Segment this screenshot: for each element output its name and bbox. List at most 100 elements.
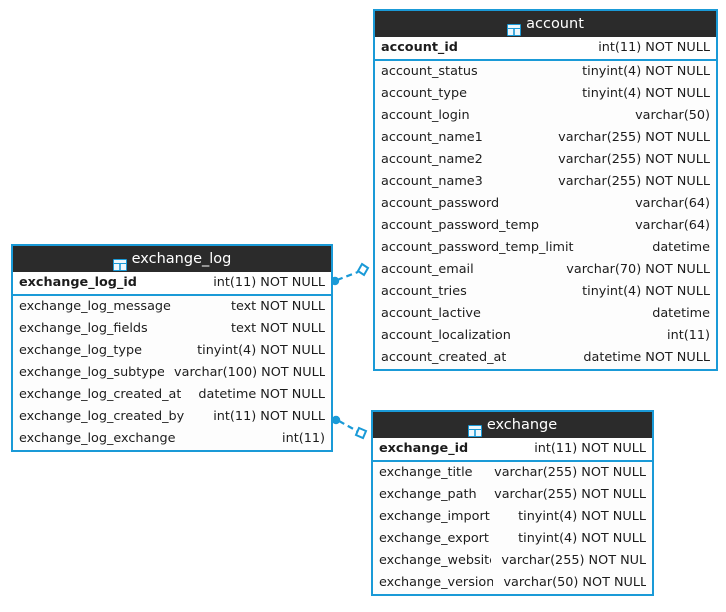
entity-name-account: account bbox=[526, 16, 584, 32]
relationship-exchangelog-account bbox=[330, 262, 370, 286]
column-row-primary-key[interactable]: account_id int(11) NOT NULL bbox=[375, 37, 716, 61]
column-row[interactable]: account_tries tinyint(4) NOT NULL bbox=[375, 281, 716, 303]
column-name: account_login bbox=[381, 108, 470, 123]
column-name: account_lactive bbox=[381, 306, 481, 321]
column-row-primary-key[interactable]: exchange_id int(11) NOT NULL bbox=[373, 438, 652, 462]
entity-name-exchange: exchange bbox=[486, 417, 558, 433]
column-type: text NOT NULL bbox=[230, 299, 325, 314]
column-type: datetime NOT NULL bbox=[583, 350, 710, 365]
table-icon bbox=[467, 420, 482, 437]
column-name: account_id bbox=[381, 40, 458, 55]
column-type: varchar(64) bbox=[635, 196, 710, 211]
column-type: varchar(70) NOT NULL bbox=[566, 262, 710, 277]
column-name: exchange_website bbox=[379, 553, 492, 568]
entity-header-exchange: exchange bbox=[373, 412, 652, 438]
column-row[interactable]: exchange_export tinyint(4) NOT NULL bbox=[373, 528, 652, 550]
table-icon bbox=[507, 19, 522, 36]
column-row[interactable]: exchange_log_type tinyint(4) NOT NULL bbox=[13, 340, 331, 362]
column-type: varchar(255) NOT NULL bbox=[558, 130, 710, 145]
column-list-exchange-log: exchange_log_id int(11) NOT NULL exchang… bbox=[13, 272, 331, 450]
column-name: account_status bbox=[381, 64, 478, 79]
entity-header-account: account bbox=[375, 11, 716, 37]
column-type: tinyint(4) NOT NULL bbox=[582, 86, 710, 101]
column-type: varchar(255) NOT NULL bbox=[501, 553, 646, 568]
column-name: exchange_path bbox=[379, 487, 477, 502]
column-type: datetime bbox=[652, 240, 710, 255]
entity-name-exchange-log: exchange_log bbox=[131, 251, 232, 267]
column-type: int(11) NOT NULL bbox=[213, 275, 325, 290]
relationship-exchangelog-exchange bbox=[331, 415, 368, 440]
column-type: varchar(255) NOT NULL bbox=[494, 465, 646, 480]
column-row[interactable]: exchange_log_subtype varchar(100) NOT NU… bbox=[13, 362, 331, 384]
column-name: account_name1 bbox=[381, 130, 483, 145]
column-type: varchar(50) NOT NULL bbox=[503, 575, 646, 590]
column-type: text NOT NULL bbox=[230, 321, 325, 336]
column-row[interactable]: account_name1 varchar(255) NOT NULL bbox=[375, 127, 716, 149]
column-row-primary-key[interactable]: exchange_log_id int(11) NOT NULL bbox=[13, 272, 331, 296]
column-name: account_name3 bbox=[381, 174, 483, 189]
column-name: account_password bbox=[381, 196, 500, 211]
column-name: exchange_log_id bbox=[19, 275, 137, 290]
column-name: exchange_export bbox=[379, 531, 489, 546]
column-row[interactable]: exchange_path varchar(255) NOT NULL bbox=[373, 484, 652, 506]
column-name: account_type bbox=[381, 86, 467, 101]
entity-header-exchange-log: exchange_log bbox=[13, 246, 331, 272]
entity-table-account[interactable]: account account_id int(11) NOT NULL acco… bbox=[373, 9, 718, 371]
column-row[interactable]: account_created_at datetime NOT NULL bbox=[375, 347, 716, 369]
table-icon bbox=[112, 254, 127, 271]
filled-dot-marker bbox=[331, 415, 341, 425]
column-row[interactable]: exchange_version varchar(50) NOT NULL bbox=[373, 572, 652, 594]
column-row[interactable]: exchange_log_created_at datetime NOT NUL… bbox=[13, 384, 331, 406]
column-type: datetime NOT NULL bbox=[198, 387, 325, 402]
column-row[interactable]: exchange_title varchar(255) NOT NULL bbox=[373, 462, 652, 484]
column-type: int(11) NOT NULL bbox=[598, 40, 710, 55]
column-type: tinyint(4) NOT NULL bbox=[582, 64, 710, 79]
column-row[interactable]: account_status tinyint(4) NOT NULL bbox=[375, 61, 716, 83]
relationship-line bbox=[336, 270, 359, 282]
column-row[interactable]: exchange_log_fields text NOT NULL bbox=[13, 318, 331, 340]
entity-table-exchange[interactable]: exchange exchange_id int(11) NOT NULL ex… bbox=[371, 410, 654, 596]
column-name: exchange_log_created_by bbox=[19, 409, 185, 424]
column-row[interactable]: account_lactive datetime bbox=[375, 303, 716, 325]
column-name: account_password_temp bbox=[381, 218, 540, 233]
column-row[interactable]: account_type tinyint(4) NOT NULL bbox=[375, 83, 716, 105]
entity-table-exchange-log[interactable]: exchange_log exchange_log_id int(11) NOT… bbox=[11, 244, 333, 452]
column-row[interactable]: account_name3 varchar(255) NOT NULL bbox=[375, 171, 716, 193]
column-type: int(11) NOT NULL bbox=[213, 409, 325, 424]
column-row[interactable]: account_password_temp varchar(64) bbox=[375, 215, 716, 237]
column-type: varchar(64) bbox=[635, 218, 710, 233]
column-type: varchar(50) bbox=[635, 108, 710, 123]
column-row[interactable]: account_password_temp_limit datetime bbox=[375, 237, 716, 259]
column-name: account_password_temp_limit bbox=[381, 240, 574, 255]
column-name: exchange_title bbox=[379, 465, 473, 480]
column-row[interactable]: exchange_website varchar(255) NOT NULL bbox=[373, 550, 652, 572]
column-name: exchange_import bbox=[379, 509, 490, 524]
relationship-line bbox=[338, 420, 358, 432]
open-diamond-marker bbox=[356, 262, 370, 277]
column-row[interactable]: account_name2 varchar(255) NOT NULL bbox=[375, 149, 716, 171]
column-name: exchange_log_type bbox=[19, 343, 142, 358]
column-row[interactable]: exchange_log_message text NOT NULL bbox=[13, 296, 331, 318]
column-row[interactable]: exchange_log_exchange int(11) bbox=[13, 428, 331, 450]
column-type: varchar(255) NOT NULL bbox=[558, 174, 710, 189]
column-row[interactable]: account_password varchar(64) bbox=[375, 193, 716, 215]
column-row[interactable]: exchange_import tinyint(4) NOT NULL bbox=[373, 506, 652, 528]
column-row[interactable]: account_localization int(11) bbox=[375, 325, 716, 347]
column-type: tinyint(4) NOT NULL bbox=[197, 343, 325, 358]
column-row[interactable]: account_email varchar(70) NOT NULL bbox=[375, 259, 716, 281]
column-name: exchange_log_subtype bbox=[19, 365, 165, 380]
column-name: account_created_at bbox=[381, 350, 507, 365]
column-name: account_email bbox=[381, 262, 474, 277]
column-name: exchange_log_exchange bbox=[19, 431, 176, 446]
column-row[interactable]: account_login varchar(50) bbox=[375, 105, 716, 127]
column-list-exchange: exchange_id int(11) NOT NULL exchange_ti… bbox=[373, 438, 652, 594]
column-type: varchar(255) NOT NULL bbox=[494, 487, 646, 502]
column-type: int(11) bbox=[667, 328, 710, 343]
column-name: exchange_log_message bbox=[19, 299, 171, 314]
column-type: datetime bbox=[652, 306, 710, 321]
column-row[interactable]: exchange_log_created_by int(11) NOT NULL bbox=[13, 406, 331, 428]
column-name: account_localization bbox=[381, 328, 511, 343]
column-type: varchar(255) NOT NULL bbox=[558, 152, 710, 167]
column-type: tinyint(4) NOT NULL bbox=[518, 531, 646, 546]
